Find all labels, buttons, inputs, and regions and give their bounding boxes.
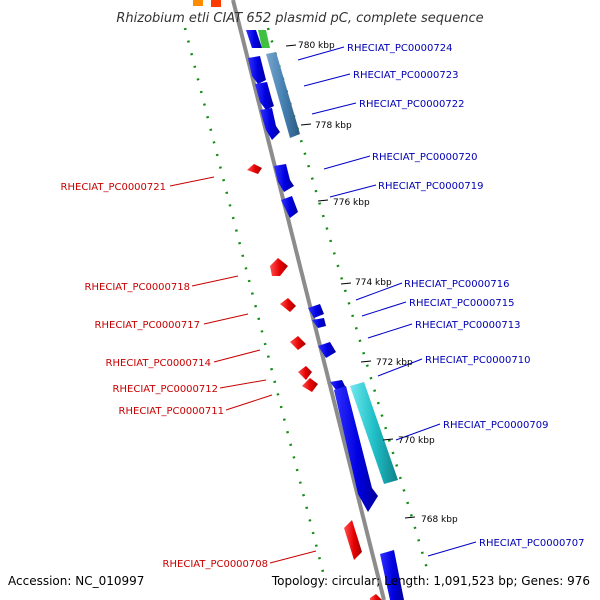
- gene-arrow-reverse: [290, 336, 306, 350]
- gene-arrow-forward: [274, 164, 294, 192]
- feature-red-top: [211, 0, 221, 7]
- gene-band-cyan: [350, 382, 398, 484]
- gene-arrow-reverse: [270, 258, 288, 276]
- gene-arrow-reverse: [370, 594, 382, 600]
- gene-arrow-reverse: [302, 378, 318, 392]
- gene-label-forward[interactable]: RHECIAT_PC0000719: [378, 181, 483, 192]
- gene-label-forward[interactable]: RHECIAT_PC0000723: [353, 70, 458, 81]
- gene-arrow-reverse: [247, 164, 262, 174]
- accession-text: Accession: NC_010997: [8, 574, 144, 588]
- gene-arrow-forward: [248, 56, 266, 84]
- gene-label-reverse[interactable]: RHECIAT_PC0000721: [61, 182, 166, 193]
- feature-green: [258, 30, 270, 48]
- forward-label-leaders: [297, 46, 477, 557]
- tick-label: 774 kbp: [355, 278, 392, 288]
- gene-label-forward[interactable]: RHECIAT_PC0000713: [415, 320, 520, 331]
- gene-label-forward[interactable]: RHECIAT_PC0000707: [479, 538, 584, 549]
- gene-label-reverse[interactable]: RHECIAT_PC0000712: [113, 384, 218, 395]
- gene-label-forward[interactable]: RHECIAT_PC0000722: [359, 99, 464, 110]
- tick-label: 780 kbp: [298, 41, 335, 51]
- gene-arrow-forward: [255, 82, 274, 110]
- gene-band-steel: [266, 52, 300, 138]
- gene-arrow-forward: [318, 342, 336, 358]
- gene-label-forward[interactable]: RHECIAT_PC0000715: [409, 298, 514, 309]
- feature-orange: [193, 0, 203, 6]
- tick-label: 770 kbp: [398, 436, 435, 446]
- gene-label-forward[interactable]: RHECIAT_PC0000709: [443, 420, 548, 431]
- gene-label-forward[interactable]: RHECIAT_PC0000710: [425, 355, 530, 366]
- map-title: Rhizobium etli CIAT 652 plasmid pC, comp…: [116, 11, 483, 26]
- tick-marks: [285, 44, 416, 519]
- gene-arrow-forward: [308, 304, 324, 318]
- tick-label: 776 kbp: [333, 198, 370, 208]
- gene-arrow-reverse: [280, 298, 296, 312]
- gene-arrow-forward: [260, 108, 280, 140]
- genome-backbone: [231, 0, 386, 600]
- reverse-label-leaders: [169, 176, 317, 564]
- outer-dotted-track: [183, 27, 325, 573]
- gene-arrow-reverse: [344, 520, 362, 560]
- tick-label: 768 kbp: [421, 515, 458, 525]
- gene-label-reverse[interactable]: RHECIAT_PC0000711: [119, 406, 224, 417]
- gene-label-reverse[interactable]: RHECIAT_PC0000718: [85, 282, 190, 293]
- feature-blue-top: [246, 30, 262, 48]
- gene-label-forward[interactable]: RHECIAT_PC0000716: [404, 279, 509, 290]
- gene-label-forward[interactable]: RHECIAT_PC0000724: [347, 43, 452, 54]
- tick-label: 778 kbp: [315, 121, 352, 131]
- gene-arrow-forward: [334, 386, 378, 512]
- tick-label: 772 kbp: [376, 358, 413, 368]
- gene-label-reverse[interactable]: RHECIAT_PC0000717: [95, 320, 200, 331]
- gene-arrow-reverse: [298, 366, 312, 380]
- gene-arrow-forward: [312, 318, 326, 328]
- gene-label-forward[interactable]: RHECIAT_PC0000720: [372, 152, 477, 163]
- gene-arrow-forward: [281, 196, 298, 218]
- gene-arrow-forward: [380, 550, 404, 600]
- gene-label-reverse[interactable]: RHECIAT_PC0000714: [106, 358, 211, 369]
- topology-text: Topology: circular; Length: 1,091,523 bp…: [271, 574, 590, 588]
- gene-label-reverse[interactable]: RHECIAT_PC0000708: [163, 559, 268, 570]
